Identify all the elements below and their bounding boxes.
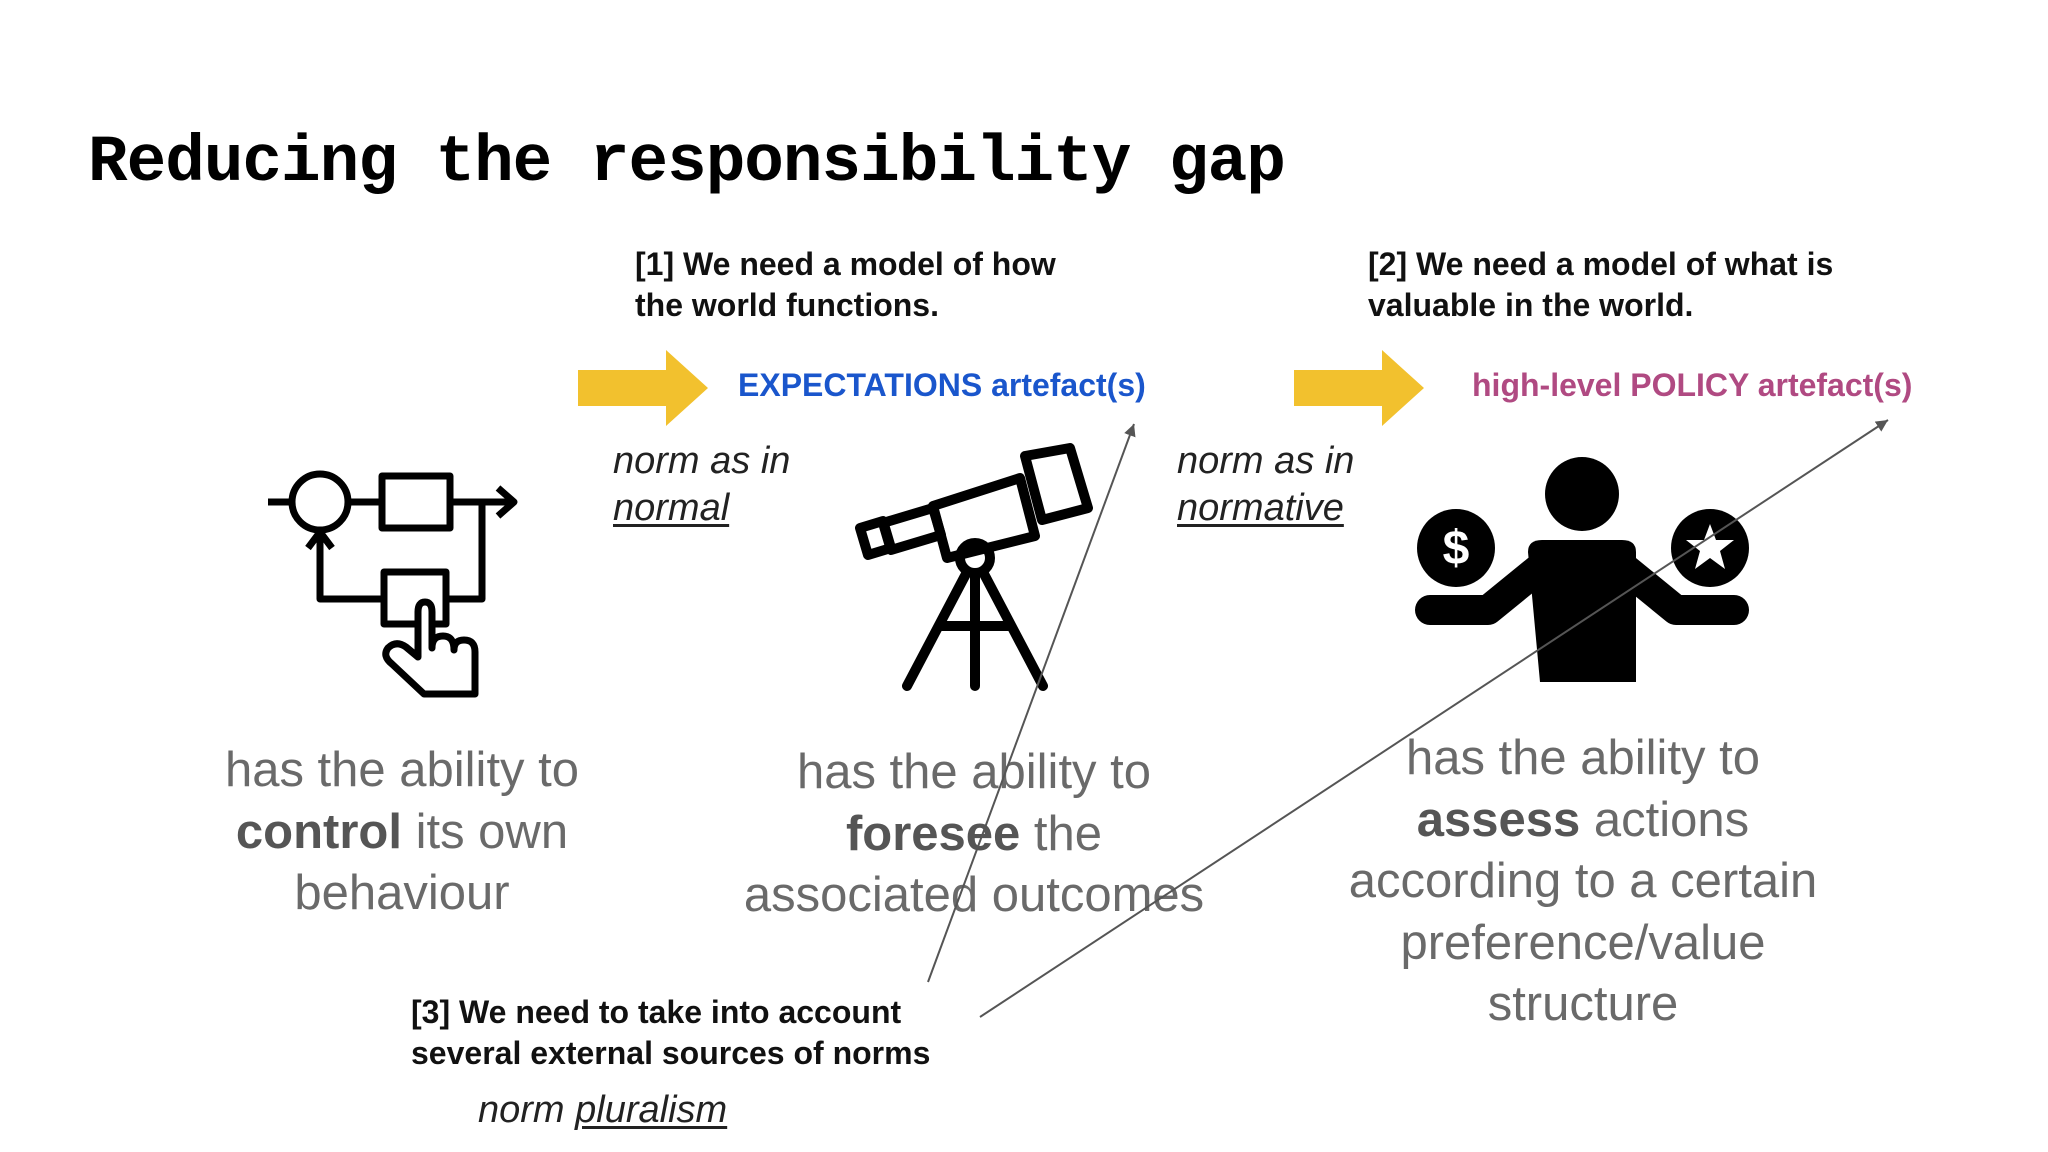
slide-title: Reducing the responsibility gap (88, 125, 1286, 200)
connector-to-policy (979, 419, 1889, 1018)
note-external-norms: [3] We need to take into account several… (411, 992, 930, 1074)
yellow-arrow-icon (578, 350, 708, 426)
norm-normative-prefix: norm as in (1177, 440, 1355, 482)
caption-control-bold: control (235, 804, 402, 859)
caption-assess-line3: according to a certain (1348, 854, 1818, 908)
caption-assess-rest: actions (1580, 792, 1750, 847)
caption-assess-line4: preference/value (1400, 915, 1766, 970)
norm-normative-word: normative (1177, 487, 1344, 529)
star-icon (1671, 509, 1749, 587)
norm-normal: norm as in normal (613, 438, 790, 532)
norm-pluralism-word: pluralism (575, 1089, 728, 1131)
norm-pluralism: norm pluralism (478, 1087, 727, 1134)
telescope-icon (855, 443, 1093, 691)
note-value-model-line1: [2] We need a model of what is (1368, 246, 1834, 282)
policy-label: high-level POLICY artefact(s) (1472, 367, 1913, 403)
caption-assess: has the ability to assess actions accord… (1300, 728, 1866, 1036)
balance-person-icon: $ (1415, 457, 1749, 682)
note-value-model-line2: valuable in the world. (1368, 287, 1694, 323)
control-loop-icon (268, 470, 518, 698)
caption-foresee-line1: has the ability to (796, 745, 1152, 799)
note-world-model: [1] We need a model of how the world fun… (635, 244, 1056, 326)
norm-pluralism-prefix: norm (478, 1089, 565, 1131)
note-world-model-line1: [1] We need a model of how (635, 246, 1056, 282)
note-world-model-line2: the world functions. (635, 287, 939, 323)
expectations-label: EXPECTATIONS artefact(s) (738, 367, 1146, 403)
note-value-model: [2] We need a model of what is valuable … (1368, 244, 1833, 326)
caption-foresee-rest: the (1020, 806, 1103, 861)
caption-control-rest: its own (401, 804, 569, 859)
note-external-norms-line2: several external sources of norms (411, 1035, 931, 1071)
caption-control-line3: behaviour (294, 866, 510, 920)
caption-foresee-bold: foresee (845, 806, 1021, 861)
caption-control: has the ability to control its own behav… (150, 740, 654, 925)
norm-normative: norm as in normative (1177, 438, 1354, 532)
dollar-icon: $ (1417, 509, 1495, 587)
yellow-arrow-icon (1294, 350, 1424, 426)
caption-foresee-line3: associated outcomes (743, 868, 1205, 922)
norm-normal-prefix: norm as in (613, 440, 791, 482)
caption-assess-bold: assess (1416, 792, 1581, 847)
caption-assess-line5: structure (1487, 977, 1679, 1031)
note-external-norms-line1: [3] We need to take into account (411, 994, 902, 1030)
caption-assess-line1: has the ability to (1405, 731, 1761, 785)
caption-control-line1: has the ability to (224, 743, 580, 797)
svg-text:$: $ (1443, 522, 1470, 575)
norm-normal-word: normal (613, 487, 730, 529)
connector-to-expectations (927, 423, 1136, 983)
caption-foresee: has the ability to foresee the associate… (702, 742, 1246, 927)
